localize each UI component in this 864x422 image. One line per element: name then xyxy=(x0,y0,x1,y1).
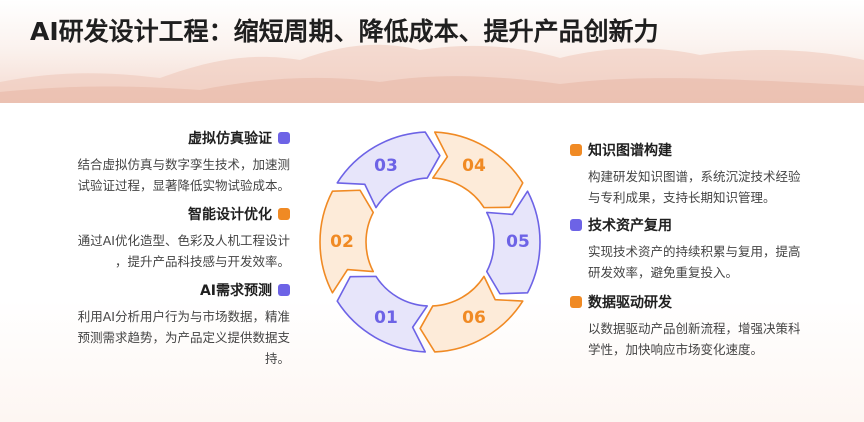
item-text-line: 持。 xyxy=(264,351,290,366)
left-item-virtual-sim: 虚拟仿真验证 结合虚拟仿真与数字孪生技术，加速测 试验证过程，显著降低实物试验成… xyxy=(20,128,290,196)
item-heading: AI需求预测 xyxy=(199,283,272,299)
purple-square-icon xyxy=(278,284,290,296)
cycle-label-01: 01 xyxy=(374,308,398,328)
purple-square-icon xyxy=(278,132,290,144)
item-heading: 技术资产复用 xyxy=(588,218,672,234)
purple-square-icon xyxy=(570,219,582,231)
page-title: AI研发设计工程：缩短周期、降低成本、提升产品创新力 xyxy=(30,17,659,46)
cycle-label-03: 03 xyxy=(374,156,398,176)
cycle-segment-02 xyxy=(319,189,375,294)
item-text-line: 与专利成果，支持长期知识管理。 xyxy=(588,190,776,205)
item-text-line: 以数据驱动产品创新流程，增强决策科 xyxy=(588,321,801,336)
cycle-segment-06 xyxy=(419,275,524,353)
item-heading: 数据驱动研发 xyxy=(588,295,672,311)
cycle-label-05: 05 xyxy=(506,232,530,252)
cycle-segment-01 xyxy=(336,275,429,353)
item-text-line: 实现技术资产的持续积累与复用，提高 xyxy=(588,244,801,259)
orange-square-icon xyxy=(278,208,290,220)
right-item-data-driven: 数据驱动研发 以数据驱动产品创新流程，增强决策科 学性，加快响应市场变化速度。 xyxy=(570,292,845,360)
item-heading: 智能设计优化 xyxy=(188,207,272,223)
item-text-line: 结合虚拟仿真与数字孪生技术，加速测 xyxy=(77,157,290,172)
right-item-knowledge-graph: 知识图谱构建 构建研发知识图谱，系统沉淀技术经验 与专利成果，支持长期知识管理。 xyxy=(570,140,845,208)
header-banner: AI研发设计工程：缩短周期、降低成本、提升产品创新力 xyxy=(0,0,864,103)
orange-square-icon xyxy=(570,144,582,156)
right-item-tech-reuse: 技术资产复用 实现技术资产的持续积累与复用，提高 研发效率，避免重复投入。 xyxy=(570,215,845,283)
cycle-segment-05 xyxy=(485,190,541,295)
item-text-line: 通过AI优化造型、色彩及人机工程设计 xyxy=(77,233,290,248)
item-text-line: 构建研发知识图谱，系统沉淀技术经验 xyxy=(588,169,801,184)
item-text-line: 学性，加快响应市场变化速度。 xyxy=(588,342,764,357)
cycle-label-02: 02 xyxy=(330,232,354,252)
item-text-line: 利用AI分析用户行为与市场数据，精准 xyxy=(77,309,290,324)
left-item-smart-design: 智能设计优化 通过AI优化造型、色彩及人机工程设计 ，提升产品科技感与开发效率。 xyxy=(20,204,290,272)
cycle-segment-03 xyxy=(336,131,441,209)
cycle-label-04: 04 xyxy=(462,156,486,176)
orange-square-icon xyxy=(570,296,582,308)
mountain-background xyxy=(0,44,864,103)
item-heading: 知识图谱构建 xyxy=(588,143,672,159)
cycle-diagram: 01 02 03 04 05 06 xyxy=(319,131,541,353)
item-heading: 虚拟仿真验证 xyxy=(188,131,272,147)
item-text-line: 研发效率，避免重复投入。 xyxy=(588,265,739,280)
item-text-line: ，提升产品科技感与开发效率。 xyxy=(114,254,290,269)
item-text-line: 预测需求趋势，为产品定义提供数据支 xyxy=(77,330,290,345)
left-item-ai-demand: AI需求预测 利用AI分析用户行为与市场数据，精准 预测需求趋势，为产品定义提供… xyxy=(20,280,290,369)
cycle-label-06: 06 xyxy=(462,308,486,328)
item-text-line: 试验证过程，显著降低实物试验成本。 xyxy=(77,178,290,193)
cycle-segment-04 xyxy=(431,131,524,209)
